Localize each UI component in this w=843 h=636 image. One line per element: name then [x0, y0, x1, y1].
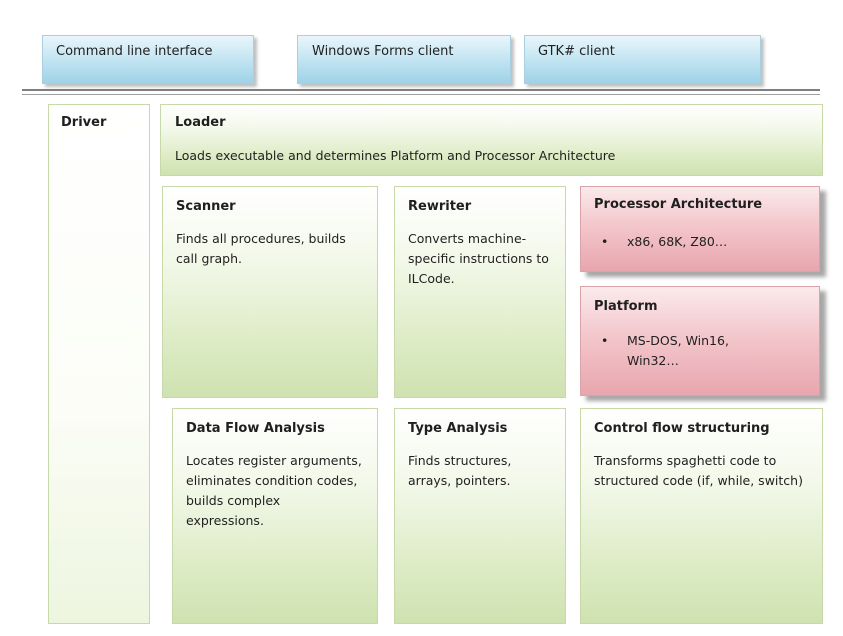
- data-flow-analysis-description: Locates register arguments, eliminates c…: [186, 453, 362, 528]
- windows-forms-client-label: Windows Forms client: [312, 44, 454, 59]
- type-analysis-title: Type Analysis: [408, 421, 508, 436]
- processor-architecture-list: x86, 68K, Z80…: [593, 232, 813, 252]
- loader-description: Loads executable and determines Platform…: [175, 148, 616, 163]
- rewriter-box: Rewriter Converts machine-specific instr…: [394, 186, 566, 398]
- platform-box: Platform MS-DOS, Win16, Win32…: [580, 286, 820, 396]
- loader-box: Loader Loads executable and determines P…: [160, 104, 823, 176]
- rewriter-title: Rewriter: [408, 199, 472, 214]
- platform-title: Platform: [594, 299, 658, 314]
- gtk-client-box: GTK# client: [524, 35, 761, 84]
- platform-item: MS-DOS, Win16, Win32…: [593, 331, 763, 371]
- windows-forms-client-box: Windows Forms client: [297, 35, 511, 84]
- platform-list: MS-DOS, Win16, Win32…: [593, 331, 763, 371]
- separator-line: [22, 89, 820, 91]
- processor-architecture-title: Processor Architecture: [594, 197, 763, 212]
- data-flow-analysis-title: Data Flow Analysis: [186, 421, 325, 436]
- control-flow-structuring-title: Control flow structuring: [594, 421, 770, 436]
- data-flow-analysis-box: Data Flow Analysis Locates register argu…: [172, 408, 378, 624]
- loader-title: Loader: [175, 115, 226, 130]
- type-analysis-box: Type Analysis Finds structures, arrays, …: [394, 408, 566, 624]
- gtk-client-label: GTK# client: [538, 44, 615, 59]
- processor-architecture-item: x86, 68K, Z80…: [593, 232, 813, 252]
- rewriter-description: Converts machine-specific instructions t…: [408, 231, 549, 286]
- driver-box: Driver: [48, 104, 150, 624]
- command-line-interface-box: Command line interface: [42, 35, 254, 84]
- control-flow-structuring-box: Control flow structuring Transforms spag…: [580, 408, 823, 624]
- scanner-description: Finds all procedures, builds call graph.: [176, 231, 346, 266]
- type-analysis-description: Finds structures, arrays, pointers.: [408, 453, 512, 488]
- scanner-box: Scanner Finds all procedures, builds cal…: [162, 186, 378, 398]
- control-flow-structuring-description: Transforms spaghetti code to structured …: [594, 453, 803, 488]
- scanner-title: Scanner: [176, 199, 236, 214]
- processor-architecture-box: Processor Architecture x86, 68K, Z80…: [580, 186, 820, 272]
- driver-title: Driver: [61, 115, 107, 130]
- separator-line-lower: [22, 94, 820, 95]
- command-line-interface-label: Command line interface: [56, 44, 213, 59]
